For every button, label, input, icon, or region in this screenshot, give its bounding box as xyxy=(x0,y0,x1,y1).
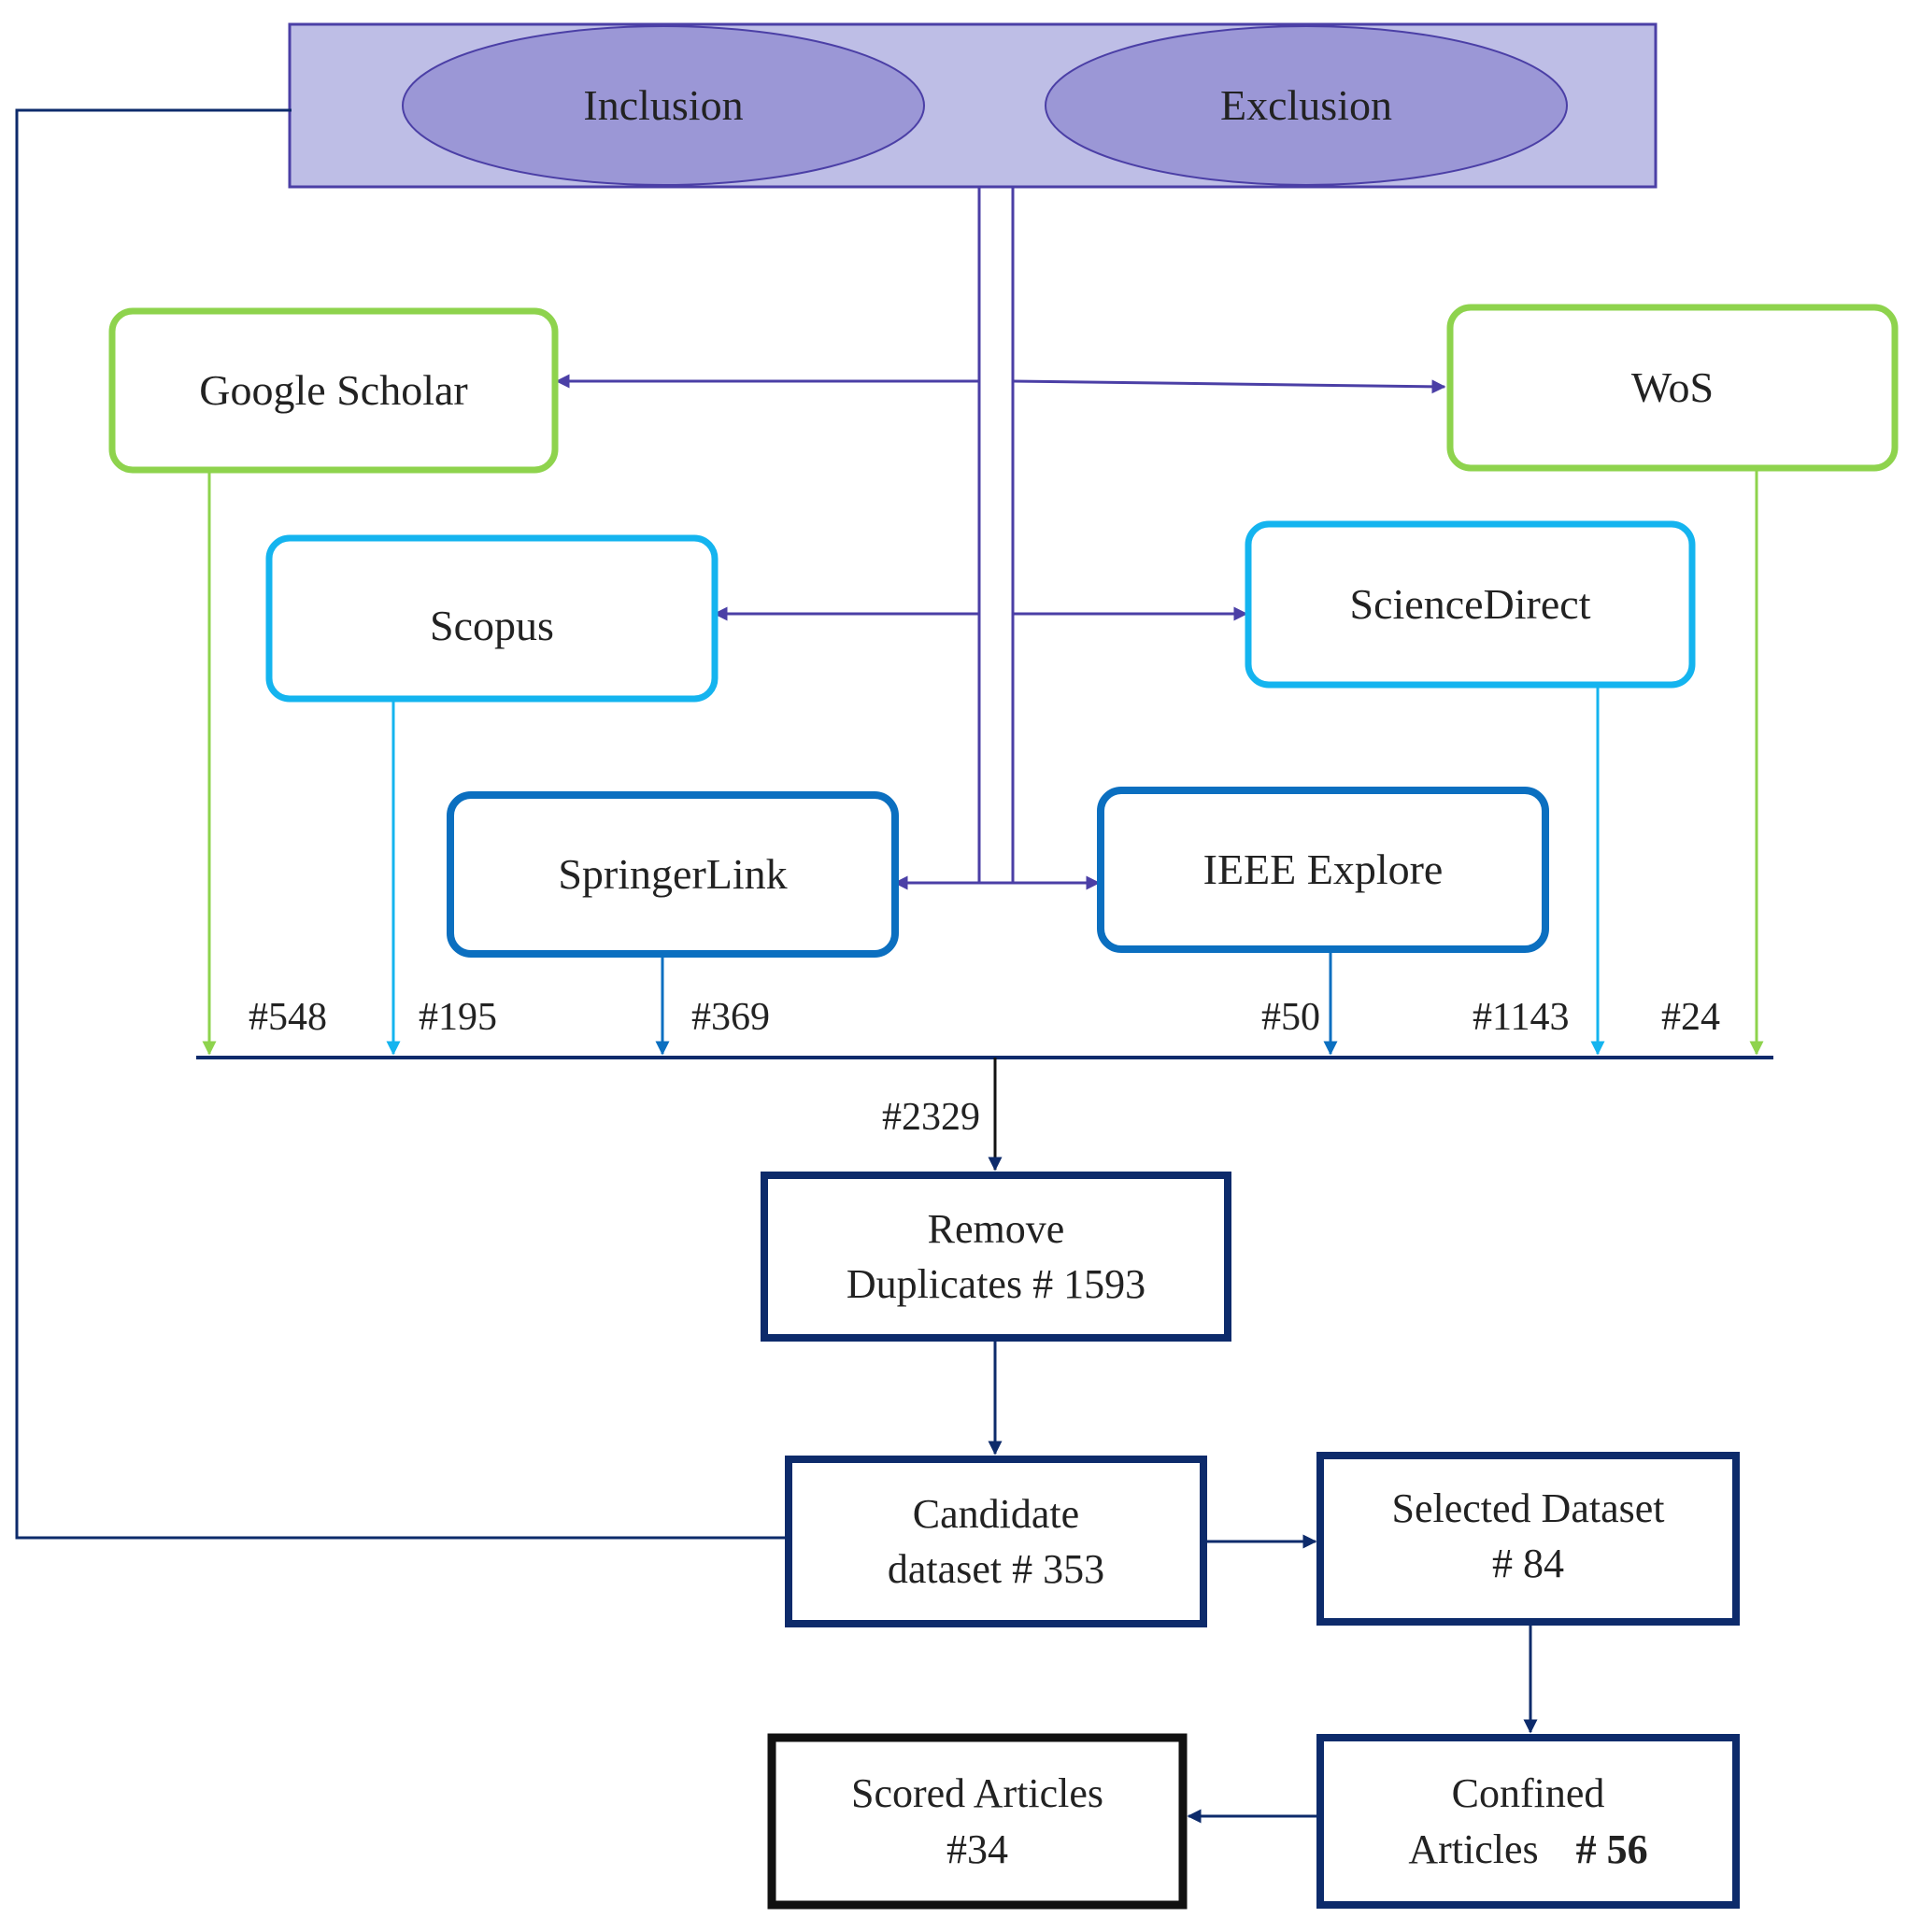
exclusion-label: Exclusion xyxy=(1220,80,1392,129)
box-scored-articles xyxy=(767,1733,1188,1910)
candidate-line2: dataset # 353 xyxy=(887,1546,1105,1592)
count-springerlink: #369 xyxy=(691,996,770,1039)
count-ieee: #50 xyxy=(1261,996,1320,1039)
confined-count: # 56 xyxy=(1575,1825,1648,1872)
box-remove-duplicates xyxy=(761,1172,1231,1342)
scored-line1: Scored Articles xyxy=(850,1770,1104,1817)
springerlink-label: SpringerLink xyxy=(558,849,788,898)
confined-line2: Articles # 56 xyxy=(1408,1822,1647,1877)
google-scholar-label: Google Scholar xyxy=(199,365,468,414)
remove-duplicates-line2: Duplicates # 1593 xyxy=(846,1261,1146,1307)
box-sciencedirect xyxy=(1245,520,1696,689)
selected-line2: # 84 xyxy=(1492,1541,1564,1586)
box-selected-dataset xyxy=(1316,1452,1740,1626)
count-scopus: #195 xyxy=(419,996,497,1039)
selected-line1: Selected Dataset xyxy=(1391,1485,1665,1531)
scored-articles-label: Scored Articles #34 xyxy=(772,1738,1183,1905)
confined-line1: Confined xyxy=(1451,1770,1605,1817)
box-google-scholar xyxy=(108,307,559,474)
sciencedirect-label: ScienceDirect xyxy=(1349,579,1591,628)
scopus-label: Scopus xyxy=(430,601,554,649)
box-ieee xyxy=(1097,787,1549,953)
box-springerlink xyxy=(447,791,899,958)
count-sciencedirect: #1143 xyxy=(1473,996,1570,1039)
confined-line2-text: Articles xyxy=(1408,1825,1539,1872)
ieee-label: IEEE Explore xyxy=(1202,845,1444,893)
wos-label: WoS xyxy=(1630,362,1715,411)
candidate-dataset-label: Candidate dataset # 353 xyxy=(789,1459,1203,1624)
count-google-scholar: #548 xyxy=(249,996,327,1039)
count-wos: #24 xyxy=(1661,996,1720,1039)
selected-dataset-label: Selected Dataset # 84 xyxy=(1320,1456,1736,1616)
remove-duplicates-line1: Remove xyxy=(927,1205,1065,1252)
inclusion-ellipse xyxy=(402,25,925,186)
inclusion-label: Inclusion xyxy=(583,80,744,129)
scored-line2: #34 xyxy=(946,1825,1008,1872)
confined-articles-label: Confined Articles # 56 xyxy=(1320,1738,1736,1905)
box-confined-articles xyxy=(1316,1734,1740,1909)
arrow-to-wos xyxy=(1012,379,1446,394)
remove-duplicates-label: Remove Duplicates # 1593 xyxy=(764,1175,1228,1338)
feedback-loop-line xyxy=(15,108,787,1540)
box-scopus xyxy=(265,534,719,703)
count-total: #2329 xyxy=(882,1096,980,1139)
exclusion-ellipse xyxy=(1045,25,1568,186)
box-candidate-dataset xyxy=(785,1456,1207,1627)
candidate-line1: Candidate xyxy=(912,1490,1080,1537)
box-wos xyxy=(1446,304,1899,472)
